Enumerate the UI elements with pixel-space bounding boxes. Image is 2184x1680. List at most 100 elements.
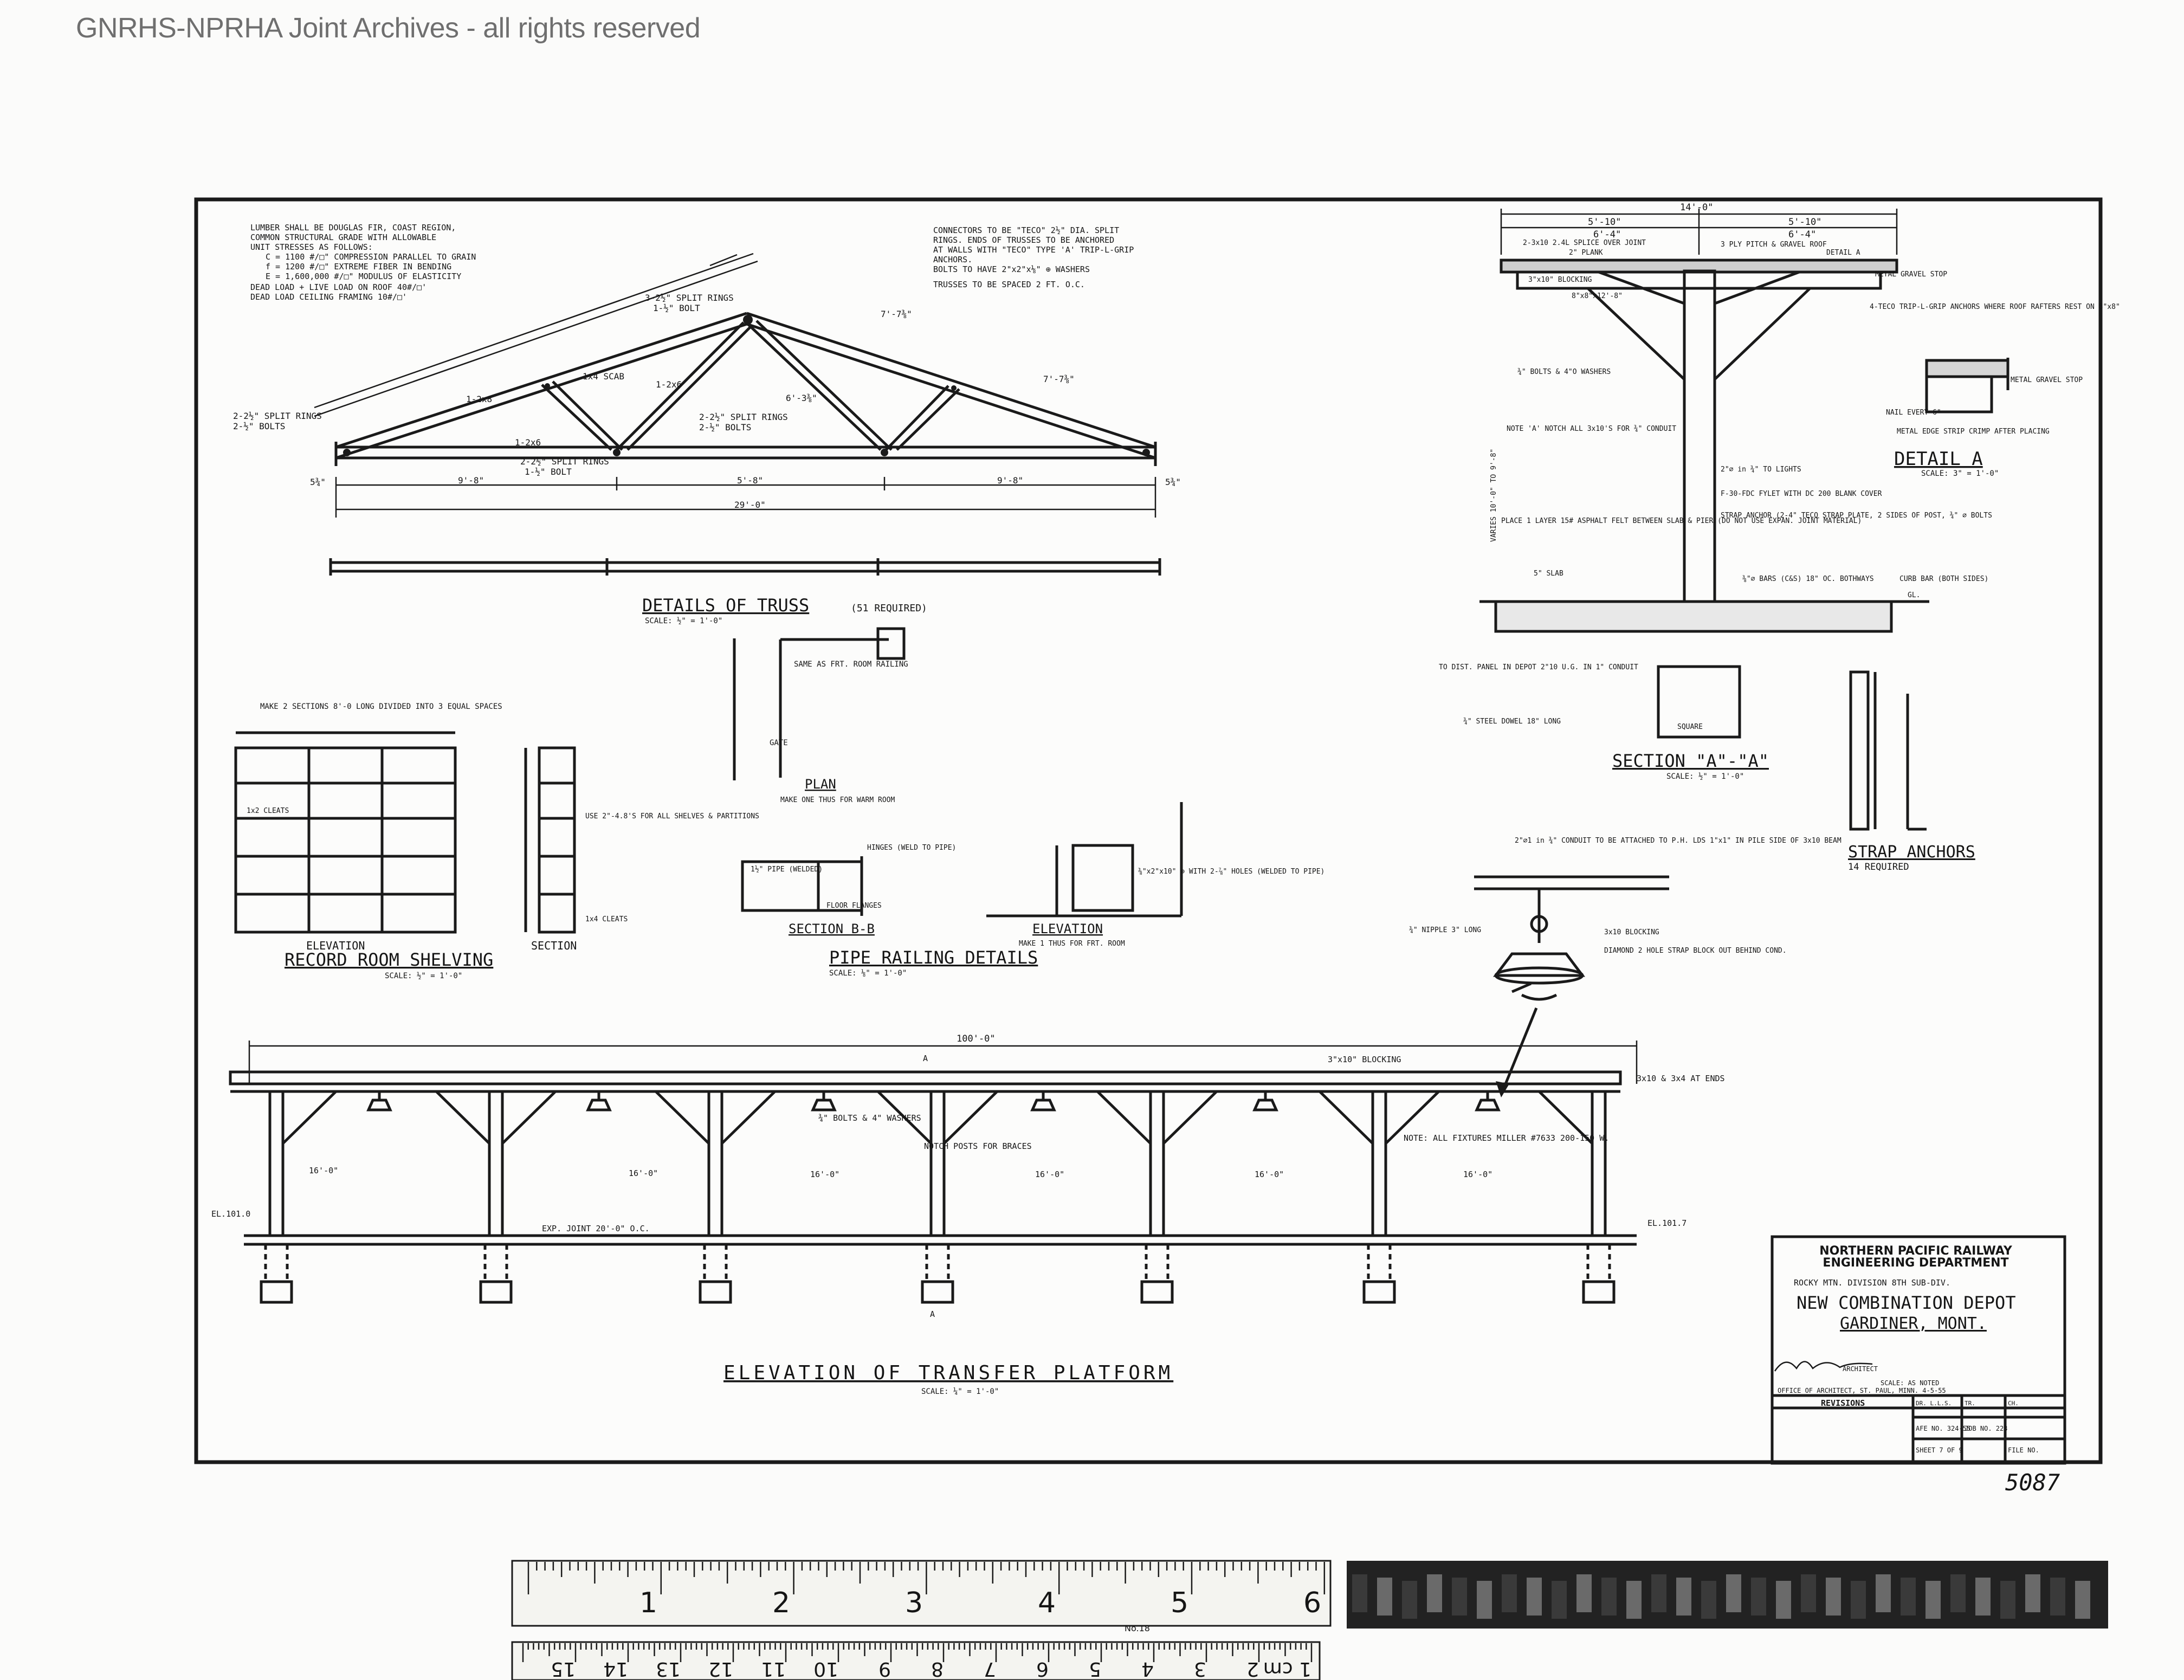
fixture-strap: DIAMOND 2 HOLE STRAP BLOCK OUT BEHIND CO…	[1604, 947, 1787, 955]
section-aa-bolts: ¾" BOLTS & 4"O WASHERS	[1517, 368, 1611, 376]
platform-footing	[1140, 1280, 1174, 1304]
shelving-elevation: ELEVATION	[306, 939, 365, 952]
architect-signature	[1774, 1361, 1873, 1372]
platform-footing	[921, 1280, 954, 1304]
shelving-use-note: USE 2"-4.8'S FOR ALL SHELVES & PARTITION…	[585, 812, 759, 820]
title-block-project-2: GARDINER, MONT.	[1840, 1314, 1987, 1333]
ruler-cm-9: 9	[878, 1658, 891, 1680]
platform-fixtures-note: NOTE: ALL FIXTURES MILLER #7633 200-150 …	[1404, 1133, 1609, 1143]
railing-elevation: ELEVATION	[1032, 921, 1103, 936]
platform-post	[1149, 1090, 1165, 1237]
truss-note-left-2: UNIT STRESSES AS FOLLOWS:	[250, 242, 373, 252]
platform-post	[1591, 1090, 1607, 1237]
ruler-inch-3: 3	[905, 1587, 923, 1619]
ruler-cm-8: 8	[931, 1658, 944, 1680]
title-block-ch: CH.	[2008, 1400, 2019, 1407]
truss-end-right: 5¾"	[1165, 477, 1181, 487]
section-aa-dim-right: 5'-10"	[1788, 217, 1821, 228]
section-aa-gravel-stop: METAL GRAVEL STOP	[1875, 270, 1947, 279]
ruler-cm-7: 7	[984, 1658, 996, 1680]
truss-note-right-1: RINGS. ENDS OF TRUSSES TO BE ANCHORED	[933, 235, 1114, 245]
truss-note-right-0: CONNECTORS TO BE "TECO" 2½" DIA. SPLIT	[933, 225, 1119, 235]
section-aa-anchor: 4-TECO TRIP-L-GRIP ANCHORS WHERE ROOF RA…	[1870, 303, 2120, 311]
truss-note-right-2: AT WALLS WITH "TECO" TYPE 'A' TRIP-L-GRI…	[933, 245, 1134, 255]
sheet-border	[194, 197, 2103, 1464]
truss-note-left-1: COMMON STRUCTURAL GRADE WITH ALLOWABLE	[250, 232, 436, 242]
ruler-inch-4: 4	[1038, 1587, 1056, 1619]
section-aa-dim-total: 14'-0"	[1680, 202, 1713, 213]
ruler-cm-15: 15	[551, 1658, 576, 1680]
truss-split-rings-left: 2-2½" SPLIT RINGS	[233, 411, 322, 421]
railing-title: PIPE RAILING DETAILS	[829, 947, 1038, 968]
detail-a-stop: METAL GRAVEL STOP	[2011, 376, 2083, 384]
platform-exp-joint: EXP. JOINT 20'-0" O.C.	[542, 1224, 650, 1233]
truss-len-web: 6'-3⅜"	[786, 393, 817, 403]
title-block-dr: DR. L.L.S.	[1916, 1400, 1952, 1407]
title-block-architect: ARCHITECT	[1843, 1365, 1878, 1373]
title-block-sheet: SHEET 7 OF 9	[1916, 1446, 1963, 1454]
light-fixture-detail: 2"⌀1 in ¾" CONDUIT TO BE ATTACHED TO P.H…	[1409, 837, 1841, 1097]
truss-bolt-bottom: 1-½" BOLT	[525, 467, 572, 477]
platform-blocking: 3"x10" BLOCKING	[1328, 1055, 1401, 1064]
title-block-line-1: NORTHERN PACIFIC RAILWAY	[1819, 1244, 2013, 1258]
railing-plate: ⅜"x2"x10" ⊕ WITH 2-⅞" HOLES (WELDED TO P…	[1138, 868, 1324, 876]
section-aa-plank: 2" PLANK	[1569, 249, 1603, 257]
railing-flanges: FLOOR FLANGES	[826, 902, 882, 910]
ruler-cm-14: 14	[603, 1658, 628, 1680]
ruler-cm-3: 3	[1194, 1658, 1206, 1680]
truss-len-top-1: 7'-7⅜"	[881, 309, 912, 319]
platform-span-4: 16'-0"	[1035, 1169, 1064, 1179]
truss-note-left-7: DEAD LOAD CEILING FRAMING 10#/□'	[250, 292, 407, 302]
title-block-division: ROCKY MTN. DIVISION 8TH SUB-DIV.	[1794, 1278, 1950, 1288]
platform-post	[1371, 1090, 1387, 1237]
platform-posts	[260, 1090, 1616, 1304]
pipe-railing-detail: SAME AS FRT. ROOM RAILING GATE PLAN MAKE…	[733, 627, 1324, 978]
title-block-scale: SCALE: AS NOTED	[1881, 1379, 1939, 1387]
platform-elevation: 100'-0" 16'-0" 16'-0" 16'-0" 16'-0" 16'-…	[211, 1033, 1725, 1396]
platform-span-1: 16'-0"	[309, 1166, 338, 1175]
section-aa-slab: 5" SLAB	[1534, 570, 1563, 578]
title-block-line-2: ENGINEERING DEPARTMENT	[1823, 1256, 2008, 1270]
shelving-cleats: 1x2 CLEATS	[247, 807, 289, 815]
detail-a-title: DETAIL A	[1894, 448, 1983, 470]
railing-pipe: 1½" PIPE (WELDED)	[751, 865, 823, 874]
platform-footing	[260, 1280, 293, 1304]
section-aa-dim-left: 5'-10"	[1588, 217, 1621, 228]
truss-title: DETAILS OF TRUSS	[642, 595, 809, 616]
truss-note-right-3: ANCHORS.	[933, 255, 972, 264]
platform-footing	[1362, 1280, 1396, 1304]
truss-note-left-6: DEAD LOAD + LIVE LOAD ON ROOF 40#/□'	[250, 282, 427, 292]
fixture-blocking: 3x10 BLOCKING	[1604, 928, 1659, 936]
platform-post	[707, 1090, 723, 1237]
truss-note-left-4: f = 1200 #/□" EXTREME FIBER IN BENDING	[266, 262, 451, 272]
section-aa-blocking: 3"x10" BLOCKING	[1528, 276, 1592, 284]
platform-footing	[1582, 1280, 1616, 1304]
shelving-note: MAKE 2 SECTIONS 8'-0 LONG DIVIDED INTO 3…	[260, 702, 502, 711]
platform-lamp	[1475, 1099, 1501, 1112]
platform-lamp	[811, 1099, 837, 1112]
platform-post	[268, 1090, 285, 1237]
truss-bolts-mid: 2-½" BOLTS	[699, 422, 751, 432]
title-block-office: OFFICE OF ARCHITECT, ST. PAUL, MINN. 4-5…	[1778, 1387, 1946, 1394]
title-block: NORTHERN PACIFIC RAILWAY ENGINEERING DEP…	[1771, 1235, 2066, 1496]
truss-note-left-3: C = 1100 #/□" COMPRESSION PARALLEL TO GR…	[266, 252, 476, 262]
section-aa-title: SECTION "A"-"A"	[1612, 751, 1769, 771]
platform-footing	[479, 1280, 513, 1304]
truss-scab: 1x4 SCAB	[583, 371, 624, 382]
platform-span-5: 16'-0"	[1255, 1169, 1284, 1179]
truss-dim-total: 29'-0"	[734, 500, 766, 510]
ruler-cm-11: 11	[761, 1658, 786, 1680]
truss-split-rings-mid: 2-2½" SPLIT RINGS	[699, 412, 788, 422]
ruler-cm-13: 13	[656, 1658, 681, 1680]
section-aa-gl: GL.	[1908, 591, 1920, 599]
truss-bolts-left: 2-½" BOLTS	[233, 421, 285, 431]
truss-detail: LUMBER SHALL BE DOUGLAS FIR, COAST REGIO…	[233, 223, 1181, 625]
platform-section-a-top: A	[923, 1054, 928, 1063]
platform-post	[929, 1090, 946, 1237]
section-aa-member: 8"x8"x12'-8"	[1572, 292, 1623, 300]
railing-elev-sub: MAKE 1 THUS FOR FRT. ROOM	[1019, 940, 1125, 948]
railing-gate: GATE	[770, 739, 788, 747]
section-aa-detail: 14'-0" 5'-10" 5'-10" 6'-4" 6'-4" 2-3x10 …	[1439, 202, 2120, 781]
